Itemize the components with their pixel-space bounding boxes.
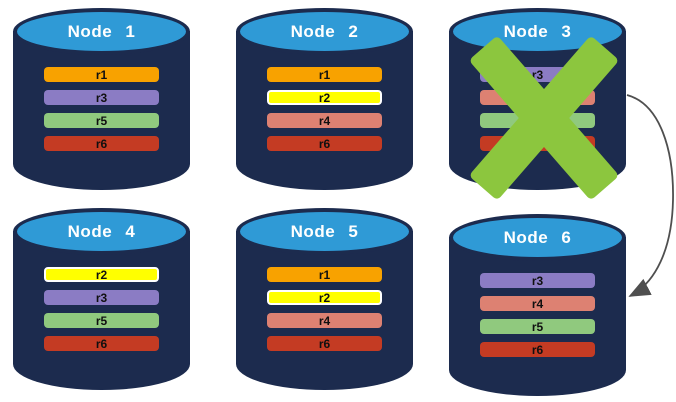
replica-list: r2 r3 r5 r6 [44,267,159,351]
node-cylinder-2: Node 2 r1 r2 r4 r6 [236,8,413,190]
node-title: Node 6 [503,227,572,247]
node-cylinder-1: Node 1 r1 r3 r5 r6 [13,8,190,190]
cylinder-body [449,237,626,396]
replica-label: r3 [95,90,108,105]
replica-bar: r6 [44,336,159,351]
replica-bar: r3 [480,273,595,288]
replica-label: r2 [95,267,108,282]
replica-label: r4 [318,113,331,128]
replica-label: r4 [531,296,544,311]
node-cylinder-4: Node 4 r2 r3 r5 r6 [13,208,190,390]
cylinder-top: Node 1 [13,8,190,55]
node-title: Node 5 [290,221,359,241]
replica-bar: r5 [480,319,595,334]
replica-bar: r4 [267,313,382,328]
replica-label: r1 [318,267,331,282]
replica-bar: r3 [44,90,159,105]
replica-bar: r6 [267,336,382,351]
replica-label: r5 [95,113,108,128]
replica-list: r3 r4 r5 r6 [480,273,595,357]
replica-label: r6 [95,336,108,351]
replica-bar: r5 [44,113,159,128]
replica-bar: r2 [44,267,159,282]
cylinder-body [13,231,190,390]
cylinder-top: Node 5 [236,208,413,255]
replica-label: r6 [318,136,331,151]
replica-label: r6 [318,336,331,351]
cylinder-top: Node 6 [449,214,626,261]
replica-label: r1 [318,67,331,82]
replica-label: r3 [95,290,108,305]
replica-bar: r2 [267,90,382,105]
replica-bar: r3 [44,290,159,305]
failover-arrow-path [626,94,674,297]
replica-bar: r6 [480,342,595,357]
cylinder-body [13,31,190,190]
replica-label: r5 [95,313,108,328]
replica-label: r2 [318,90,331,105]
replica-label: r1 [95,67,108,82]
replica-bar: r1 [44,67,159,82]
replica-bar: r2 [267,290,382,305]
replica-label: r3 [531,67,544,82]
replica-bar: r1 [267,67,382,82]
replica-list: r1 r2 r4 r6 [267,67,382,151]
cylinder-body [236,231,413,390]
replica-label: r6 [95,136,108,151]
replica-list: r1 r2 r4 r6 [267,267,382,351]
replica-bar: r1 [267,267,382,282]
replica-label: r4 [318,313,331,328]
replica-label: r5 [531,319,544,334]
replica-label: r2 [318,290,331,305]
cylinder-body [236,31,413,190]
replica-bar: r4 [480,296,595,311]
replica-bar: r5 [44,313,159,328]
node-title: Node 4 [67,221,136,241]
cylinder-top: Node 2 [236,8,413,55]
node-title: Node 1 [67,21,136,41]
failure-x-icon [468,35,620,201]
node-cylinder-6: Node 6 r3 r4 r5 r6 [449,214,626,396]
replica-label: r6 [531,342,544,357]
replica-bar: r4 [267,113,382,128]
cylinder-top: Node 4 [13,208,190,255]
replica-list: r1 r3 r5 r6 [44,67,159,151]
replica-label: r3 [531,273,544,288]
node-title: Node 2 [290,21,359,41]
replica-bar: r6 [44,136,159,151]
node-title: Node 3 [503,21,572,41]
node-cylinder-5: Node 5 r1 r2 r4 r6 [236,208,413,390]
replica-bar: r6 [267,136,382,151]
